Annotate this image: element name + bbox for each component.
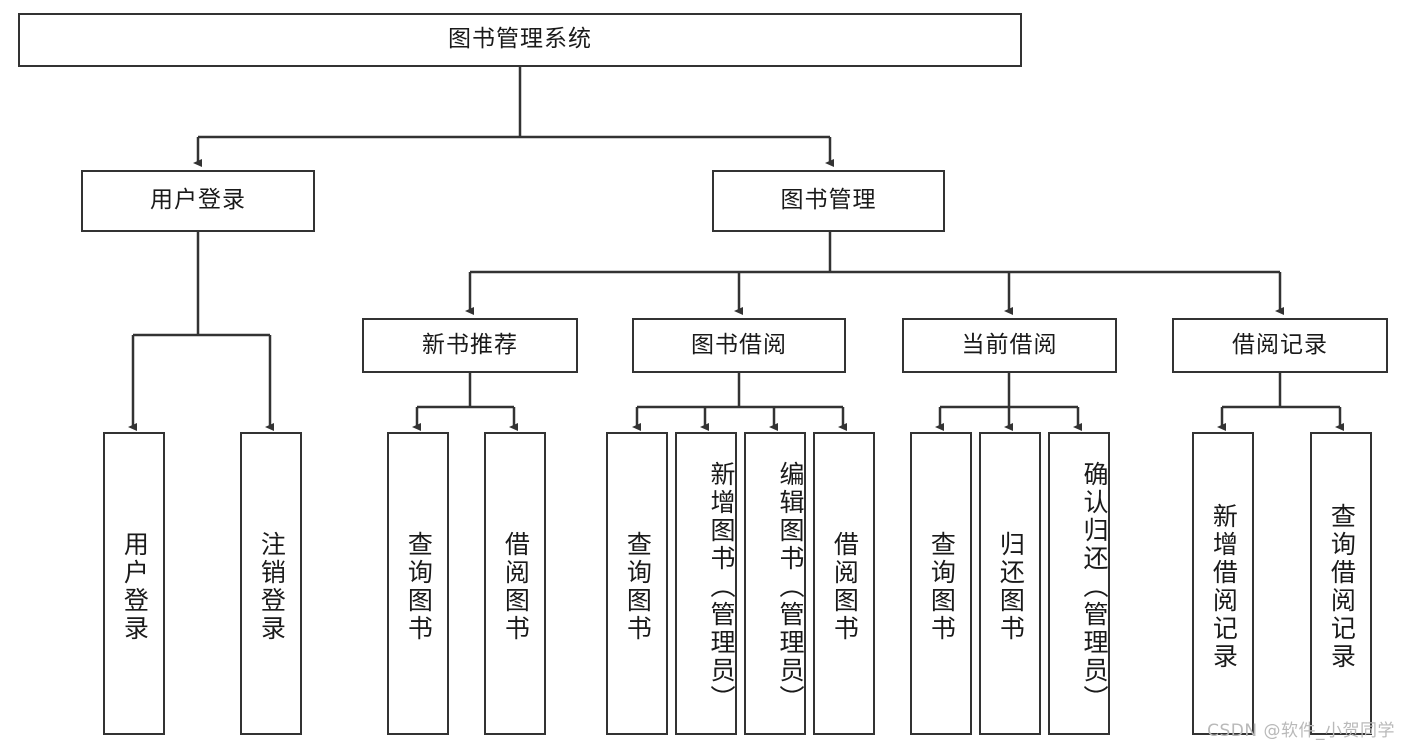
leaf-user-login[interactable]: 用户登录: [103, 432, 165, 735]
leaf-add-book-admin[interactable]: 新增图书（管理员）: [675, 432, 737, 735]
leaf-query-book-borrow[interactable]: 查询图书: [606, 432, 668, 735]
leaf-query-book-recommend[interactable]: 查询图书: [387, 432, 449, 735]
leaf-add-borrow-record[interactable]: 新增借阅记录: [1192, 432, 1254, 735]
leaf-borrow-book-recommend[interactable]: 借阅图书: [484, 432, 546, 735]
leaf-borrow-book[interactable]: 借阅图书: [813, 432, 875, 735]
csdn-watermark: CSDN @软件_小贺同学: [1207, 721, 1395, 741]
node-user-login[interactable]: 用户登录: [81, 170, 315, 232]
node-borrow-record[interactable]: 借阅记录: [1172, 318, 1388, 373]
node-root-system[interactable]: 图书管理系统: [18, 13, 1022, 67]
node-book-borrow[interactable]: 图书借阅: [632, 318, 846, 373]
node-book-management[interactable]: 图书管理: [712, 170, 945, 232]
leaf-confirm-return-admin[interactable]: 确认归还（管理员）: [1048, 432, 1110, 735]
node-new-book-recommend[interactable]: 新书推荐: [362, 318, 578, 373]
leaf-query-book-current[interactable]: 查询图书: [910, 432, 972, 735]
leaf-return-book[interactable]: 归还图书: [979, 432, 1041, 735]
node-current-borrow[interactable]: 当前借阅: [902, 318, 1117, 373]
leaf-edit-book-admin[interactable]: 编辑图书（管理员）: [744, 432, 806, 735]
leaf-query-borrow-record[interactable]: 查询借阅记录: [1310, 432, 1372, 735]
leaf-user-logout[interactable]: 注销登录: [240, 432, 302, 735]
